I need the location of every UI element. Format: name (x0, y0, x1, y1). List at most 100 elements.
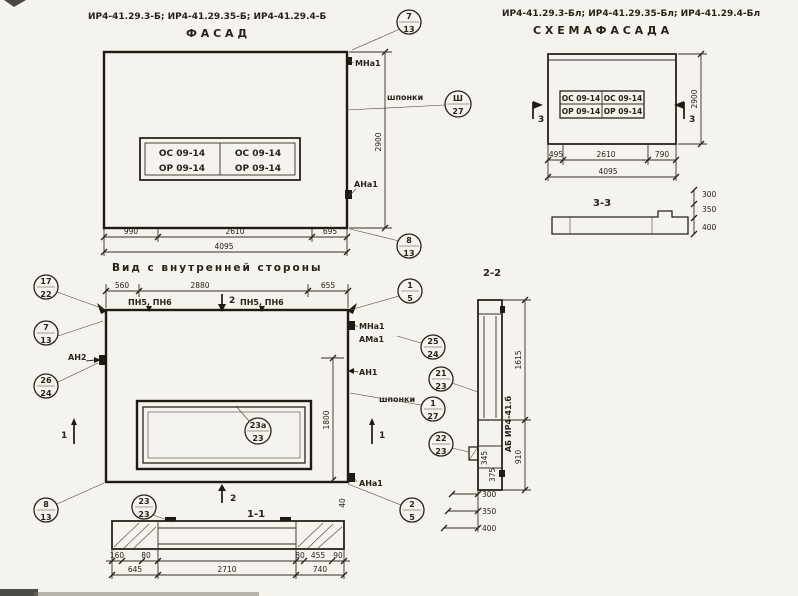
svg-text:27: 27 (452, 107, 463, 116)
dim-80: 80 (141, 551, 151, 560)
window-mark-or: ОР 09-14 (604, 107, 642, 116)
window-mark-os: ОС 09-14 (235, 149, 281, 159)
callout-25-24: 25 24 (396, 334, 446, 360)
arrow-right (94, 357, 101, 363)
section-mark-2-top: 2 (218, 294, 235, 312)
svg-text:1: 1 (430, 399, 436, 408)
dim-695: 695 (323, 227, 338, 236)
dim-300: 300 (702, 190, 717, 199)
svg-text:23: 23 (435, 447, 446, 456)
svg-text:8: 8 (43, 500, 49, 509)
svg-text:24: 24 (40, 389, 52, 398)
inner-height-dim: 1800 (321, 354, 344, 484)
svg-text:23: 23 (435, 382, 446, 391)
svg-text:3: 3 (538, 115, 544, 125)
section-mark-3-right: 3 (674, 101, 695, 125)
facade-bottom-dims: 990 2610 695 4095 (100, 227, 351, 256)
section-1-1-dims: 160 80 80 455 90 645 2710 740 (106, 550, 350, 579)
window-mark-os: ОС 09-14 (159, 149, 205, 159)
dim-910: 910 (514, 450, 523, 465)
dim-495: 495 (549, 150, 564, 159)
facade-window: ОС 09-14 ОС 09-14 ОР 09-14 ОР 09-14 (139, 137, 301, 181)
corner-loop (347, 303, 357, 314)
callout-23a-23: 23а 23 (235, 405, 272, 445)
svg-text:23: 23 (138, 497, 149, 506)
schema-height-dim: 2900 (678, 50, 707, 148)
dim-455: 455 (311, 551, 326, 560)
dim-4095: 4095 (598, 167, 617, 176)
callout-7-13-inner: 7 13 (33, 320, 104, 346)
dim-560: 560 (115, 281, 130, 290)
dim-4095: 4095 (214, 242, 233, 251)
section-2-2-profile (468, 299, 505, 491)
svg-text:5: 5 (407, 294, 413, 303)
svg-text:24: 24 (427, 350, 439, 359)
label-ana1: АНа1 (354, 180, 378, 189)
arrow-left (348, 368, 354, 374)
dim-740: 740 (313, 565, 328, 574)
dim-2880: 2880 (190, 281, 209, 290)
svg-text:2: 2 (409, 500, 415, 509)
dim-90: 90 (333, 551, 343, 560)
inner-view: Вид с внутренней стороны 560 2880 655 ПН… (33, 262, 446, 523)
callout-17-22: 17 22 (33, 274, 105, 310)
anchor-plate (348, 473, 355, 482)
svg-text:13: 13 (403, 25, 414, 34)
dim-2710: 2710 (217, 565, 236, 574)
svg-text:8: 8 (406, 236, 412, 245)
dim-300: 300 (482, 490, 497, 499)
anchor-plate (99, 355, 106, 365)
callout-22-23: 22 23 (428, 431, 470, 457)
facade-view: ИР4-41.29.3-Б; ИР4-41.29.35-Б; ИР4-41.29… (88, 9, 472, 259)
callout-8-13: 8 13 (349, 228, 422, 259)
anchor-plate (345, 190, 352, 199)
callout-2-5: 2 5 (347, 483, 425, 523)
label-shponki-inner: шпонки (379, 395, 415, 404)
dim-1800: 1800 (322, 410, 331, 429)
label-mna1: МНа1 (355, 59, 381, 68)
facade-title: ИР4-41.29.3-Б; ИР4-41.29.35-Б; ИР4-41.29… (88, 12, 326, 22)
label-an1: АН1 (359, 368, 378, 377)
dim-400: 400 (702, 223, 717, 232)
section-label-2-2: 2-2 (483, 268, 501, 279)
dim-2610: 2610 (225, 227, 244, 236)
schema-panel-outline (547, 53, 677, 145)
svg-text:23: 23 (138, 510, 149, 519)
facade-height-dim: 2900 (349, 48, 392, 232)
svg-text:23: 23 (252, 434, 263, 443)
callout-7-13: 7 13 (351, 9, 422, 51)
svg-text:5: 5 (409, 513, 415, 522)
svg-text:25: 25 (427, 337, 439, 346)
label-shponki: шпонки (387, 93, 423, 102)
section-3-3-profile (551, 210, 689, 235)
facade-heading: Ф А С А Д (186, 27, 247, 40)
inner-opening (135, 399, 313, 471)
svg-text:3: 3 (689, 115, 695, 125)
section-mark-3-left: 3 (532, 101, 544, 125)
scan-artifacts (0, 0, 259, 596)
window-mark-or: ОР 09-14 (235, 164, 281, 174)
section-2-2: 2-2 1615 910 345 375 (428, 268, 531, 533)
schema-window-table: ОС 09-14 ОС 09-14 ОР 09-14 ОР 09-14 (559, 90, 645, 119)
dim-80: 80 (295, 551, 305, 560)
label-ana1-inner: АНа1 (359, 479, 383, 488)
dim-1615: 1615 (514, 350, 523, 369)
svg-text:22: 22 (40, 290, 51, 299)
dim-160: 160 (110, 551, 125, 560)
svg-text:2: 2 (230, 494, 236, 504)
dim-645: 645 (128, 565, 143, 574)
section-mark-1-left: 1 (61, 418, 77, 444)
section-mark-2-bottom: 2 (218, 484, 236, 504)
inner-top-dims: 560 2880 655 (102, 281, 352, 308)
callout-26-24: 26 24 (33, 362, 99, 399)
section-3-3-thickness-dims: 300 350 400 (690, 186, 717, 238)
stamp-ab-ir4: АБ ИР4-41.б (503, 395, 513, 452)
section-mark-1-right: 1 (369, 418, 385, 444)
window-mark-os: ОС 09-14 (562, 94, 600, 103)
dim-2610: 2610 (596, 150, 615, 159)
label-mna1-inner: МНа1 (359, 322, 385, 331)
svg-text:13: 13 (40, 513, 51, 522)
anchor-plate (348, 321, 355, 330)
